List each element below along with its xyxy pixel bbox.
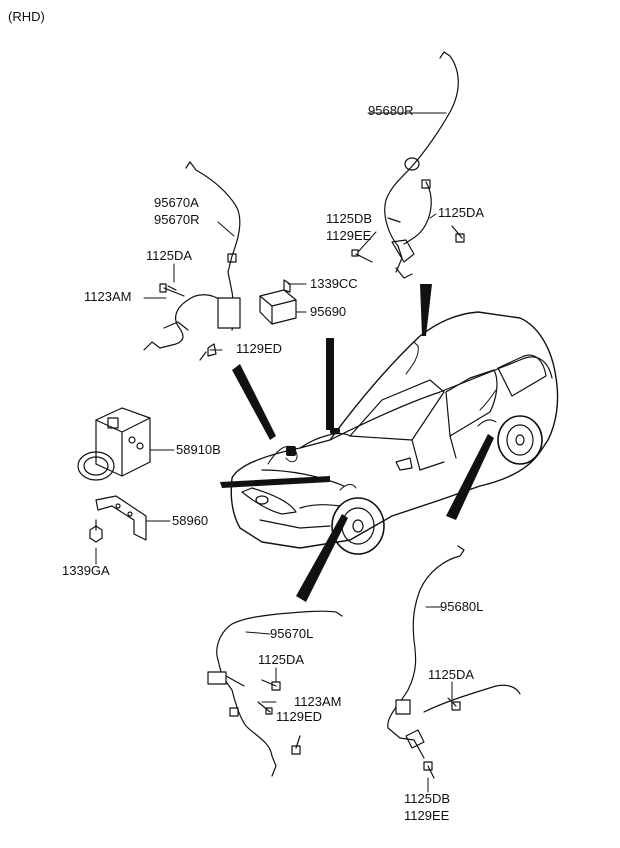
part-label-1125DB-bottom: 1125DB: [404, 791, 451, 806]
part-label-1123AM-bottom: 1123AM: [294, 694, 342, 709]
leader-pointers: [220, 284, 494, 602]
part-label-1129EE-bottom: 1129EE: [404, 808, 450, 823]
part-label-95670L: 95670L: [270, 626, 314, 641]
module-95690: [259, 279, 297, 325]
part-label-95670A: 95670A: [154, 195, 199, 210]
part-label-58910B: 58910B: [176, 442, 221, 457]
part-label-95680L: 95680L: [440, 599, 484, 614]
abs-unit-58910B: [77, 407, 151, 481]
part-label-1125DB-top: 1125DB: [326, 211, 373, 226]
part-label-1125DA-bottom-left: 1125DA: [258, 652, 305, 667]
part-label-58960: 58960: [172, 513, 209, 528]
part-label-1129EE-top: 1129EE: [326, 228, 372, 243]
sensor-95670L: [207, 610, 343, 777]
part-label-1339CC: 1339CC: [310, 276, 358, 291]
part-label-1129ED-top: 1129ED: [236, 341, 283, 356]
part-label-1125DA-top-right: 1125DA: [438, 205, 485, 220]
bracket-58960: [89, 495, 147, 543]
part-label-95670R: 95670R: [154, 212, 200, 227]
part-label-1339GA: 1339GA: [62, 563, 110, 578]
variant-label: (RHD): [8, 9, 45, 24]
part-label-95690: 95690: [310, 304, 347, 319]
sensor-95670A-R: [143, 161, 241, 361]
part-label-1129ED-bottom: 1129ED: [276, 709, 323, 724]
part-label-1123AM-top: 1123AM: [84, 289, 132, 304]
part-label-1125DA-bottom-right: 1125DA: [428, 667, 475, 682]
part-label-95680R: 95680R: [368, 103, 414, 118]
label-leaders: [95, 112, 453, 793]
sensor-95680L: [387, 545, 521, 779]
part-label-1125DA-top-left: 1125DA: [146, 248, 193, 263]
sensor-95680R: [351, 51, 465, 279]
